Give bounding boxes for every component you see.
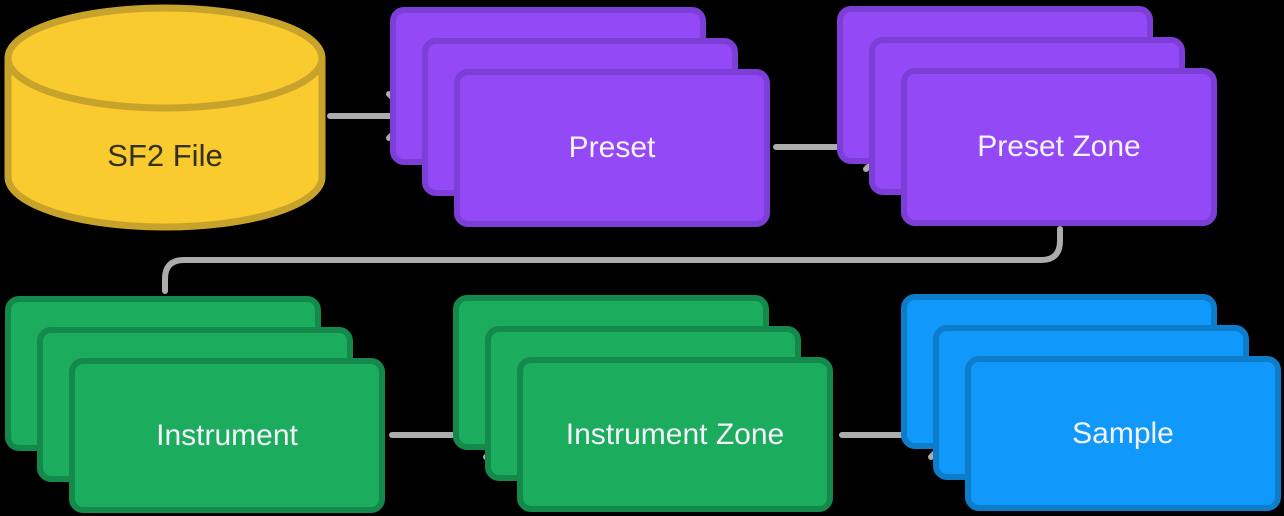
node-preset-stack: Preset [390,7,772,229]
node-sf2-file: SF2 File [4,3,326,233]
node-instrument-zone-label: Instrument Zone [565,417,785,451]
stack-card-front: Preset Zone [901,68,1217,226]
node-preset-label: Preset [568,131,656,164]
stack-card-front: Instrument [69,358,385,513]
node-sample-label: Sample [1072,416,1174,450]
node-instrument-label: Instrument [156,418,298,452]
stack-card-front: Sample [965,356,1281,511]
node-instrument-zone-stack: Instrument Zone [453,295,835,516]
database-cylinder-icon [4,4,326,231]
edge-presetzone-to-instrument-curve [162,226,1063,294]
stack-card-front: Preset [454,69,770,227]
node-instrument-stack: Instrument [5,296,387,516]
stack-card-front: Instrument Zone [517,357,833,512]
node-sf2-file-label: SF2 File [107,138,223,173]
node-preset-zone-stack: Preset Zone [837,6,1219,228]
node-sample-stack: Sample [901,294,1283,516]
node-preset-zone-label: Preset Zone [977,130,1141,163]
